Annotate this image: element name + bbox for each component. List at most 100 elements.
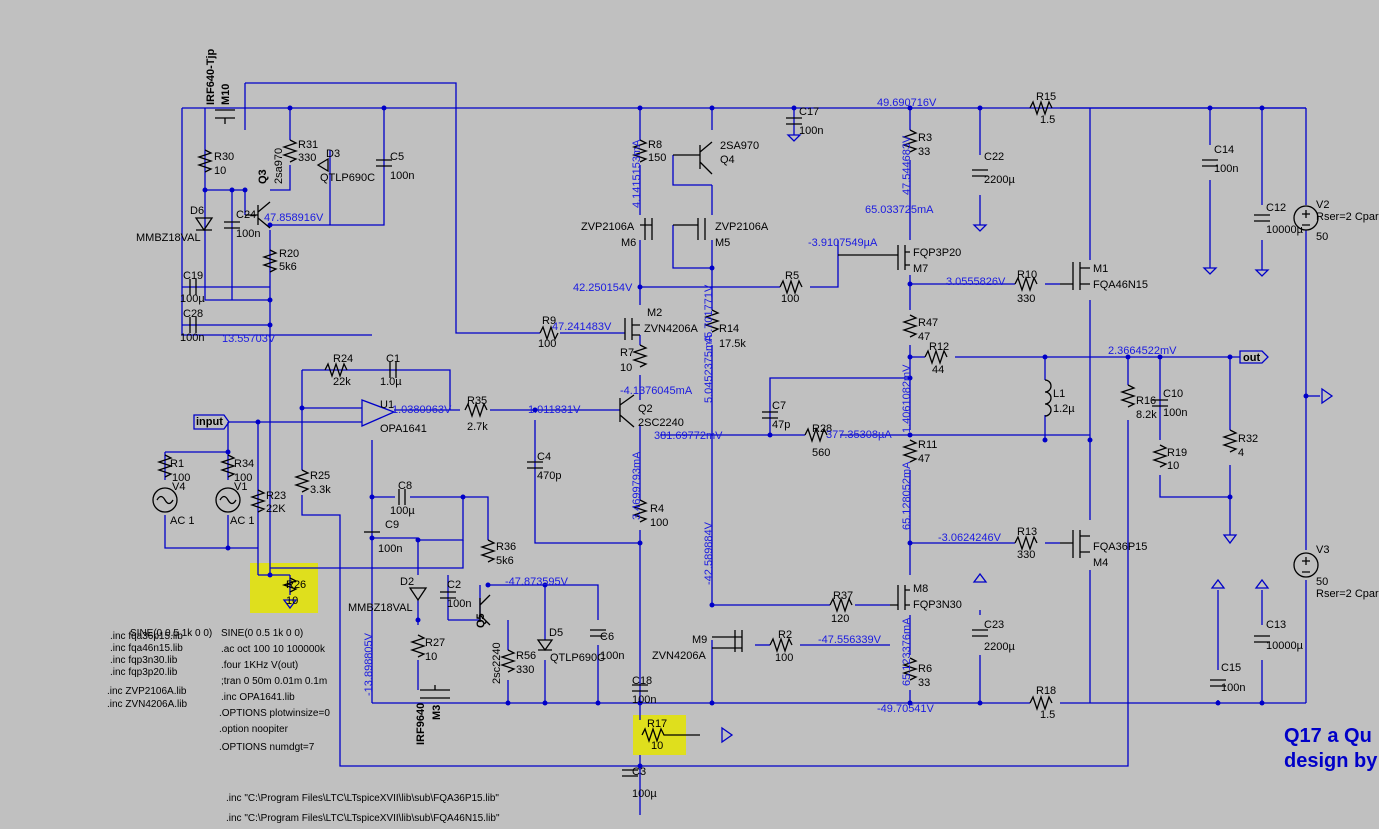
c6-symbol xyxy=(590,629,606,637)
r47-symbol xyxy=(901,314,919,338)
d3-model: QTLP690C xyxy=(320,172,375,184)
m4-name: M4 xyxy=(1093,557,1108,569)
m9-symbol xyxy=(712,630,743,652)
r4-symbol xyxy=(631,499,649,523)
c10-value: 100n xyxy=(1163,407,1187,419)
r14-symbol xyxy=(703,309,721,333)
c5-symbol xyxy=(376,159,392,167)
r26-name: R26 xyxy=(286,579,306,591)
d3-symbol xyxy=(316,157,329,173)
d6-symbol xyxy=(194,217,214,232)
net-label-out: out xyxy=(1243,352,1260,364)
q2-symbol xyxy=(619,394,635,428)
c28-symbol xyxy=(189,317,197,333)
op-v-r9: 47.241483V xyxy=(552,321,612,333)
m4-symbol xyxy=(1060,530,1090,558)
r31-value: 330 xyxy=(298,152,316,164)
directive-inc-zvn4206a: .inc ZVN4206A.lib xyxy=(107,699,187,710)
r27-symbol xyxy=(409,634,427,658)
r17-name: R17 xyxy=(647,718,667,730)
op-v-q2b: 1.011831V xyxy=(528,404,581,416)
v3-value: 50 xyxy=(1316,576,1328,588)
r26-value: 10 xyxy=(286,595,298,607)
directive-inc-fqa36p15: .inc fqa36p15.lib xyxy=(110,631,183,642)
r12-name: R12 xyxy=(929,341,949,353)
d2-name: D2 xyxy=(400,576,414,588)
r34-value: 100 xyxy=(234,472,252,484)
directive-inc-path-fqa46n15: .inc "C:\Program Files\LTC\LTspiceXVII\l… xyxy=(226,813,500,824)
r12-symbol xyxy=(924,348,948,366)
d2-symbol xyxy=(408,587,428,602)
c17-value: 100n xyxy=(799,125,823,137)
input-flag xyxy=(193,414,230,430)
c15-value: 100n xyxy=(1221,682,1245,694)
c23-symbol xyxy=(972,629,988,637)
op-i-r11: 65.128052mA xyxy=(901,461,913,530)
r10-value: 330 xyxy=(1017,293,1035,305)
op-v-q5c: -47.873595V xyxy=(505,576,569,588)
r5-value: 100 xyxy=(781,293,799,305)
v1-value: AC 1 xyxy=(230,515,254,527)
q4-model: 2SA970 xyxy=(720,140,759,152)
m6-name: M6 xyxy=(621,237,636,249)
q3-name: Q3 xyxy=(257,169,269,184)
r24-symbol xyxy=(324,361,348,379)
wires xyxy=(164,82,1320,815)
m3-name: M3 xyxy=(431,705,443,720)
m8-name: M8 xyxy=(913,583,928,595)
directive-inc-fqa46n15: .inc fqa46n15.lib xyxy=(110,643,183,654)
r34-name: R34 xyxy=(234,458,254,470)
r32-symbol xyxy=(1221,429,1239,453)
c22-name: C22 xyxy=(984,151,1004,163)
op-i-r3v: 47.544683V xyxy=(901,135,913,195)
r16-value: 8.2k xyxy=(1136,409,1157,421)
r14-value: 17.5k xyxy=(719,338,746,350)
r19-symbol xyxy=(1151,444,1169,468)
q4-name: Q4 xyxy=(720,154,735,166)
ground-c12 xyxy=(1254,269,1270,277)
m5-model: ZVP2106A xyxy=(715,221,769,233)
op-v-m2d: 42.250154V xyxy=(573,282,633,294)
op-v-m1g: 3.0555826V xyxy=(946,276,1006,288)
r47-name: R47 xyxy=(918,317,938,329)
c9-name: C9 xyxy=(385,519,399,531)
c22-value: 2200µ xyxy=(984,174,1015,186)
m3-symbol xyxy=(420,685,450,699)
c14-name: C14 xyxy=(1214,144,1234,156)
r2-name: R2 xyxy=(778,629,792,641)
title-note-line1: Q17 a Qu xyxy=(1284,725,1372,747)
q5-symbol xyxy=(479,594,491,626)
c17-name: C17 xyxy=(799,106,819,118)
c14-value: 100n xyxy=(1214,163,1238,175)
m8-model: FQP3N30 xyxy=(913,599,962,611)
r6-symbol xyxy=(901,657,919,681)
m3-model: IRF9640 xyxy=(415,703,427,745)
r34-symbol xyxy=(219,454,237,478)
r37-value: 120 xyxy=(831,613,849,625)
r7-value: 10 xyxy=(620,362,632,374)
r18-name: R18 xyxy=(1036,685,1056,697)
op-v-m9: -42.589884V xyxy=(703,521,715,585)
c18-name: C18 xyxy=(632,675,652,687)
c3-value: 100µ xyxy=(632,788,657,800)
ground-c22 xyxy=(972,224,988,232)
r30-symbol xyxy=(196,149,214,173)
r2-symbol xyxy=(769,636,793,654)
op-v-q3c: 47.858916V xyxy=(264,212,324,224)
q5-name: Q5 xyxy=(475,613,487,628)
highlight-r26 xyxy=(250,563,318,613)
r10-name: R10 xyxy=(1017,269,1037,281)
r28-name: R28 xyxy=(812,423,832,435)
m7-model: FQP3P20 xyxy=(913,247,961,259)
c17-symbol xyxy=(786,117,802,125)
r5-symbol xyxy=(779,278,803,296)
op-v-m4g: -3.0624246V xyxy=(938,532,1002,544)
ground-r26 xyxy=(282,599,298,610)
m1-symbol xyxy=(1060,262,1090,290)
c4-symbol xyxy=(527,461,543,469)
directive-inc-fqp3n30: .inc fqp3n30.lib xyxy=(110,655,178,666)
r36-symbol xyxy=(479,539,497,563)
junction-dots xyxy=(202,105,1309,769)
c23-name: C23 xyxy=(984,619,1004,631)
